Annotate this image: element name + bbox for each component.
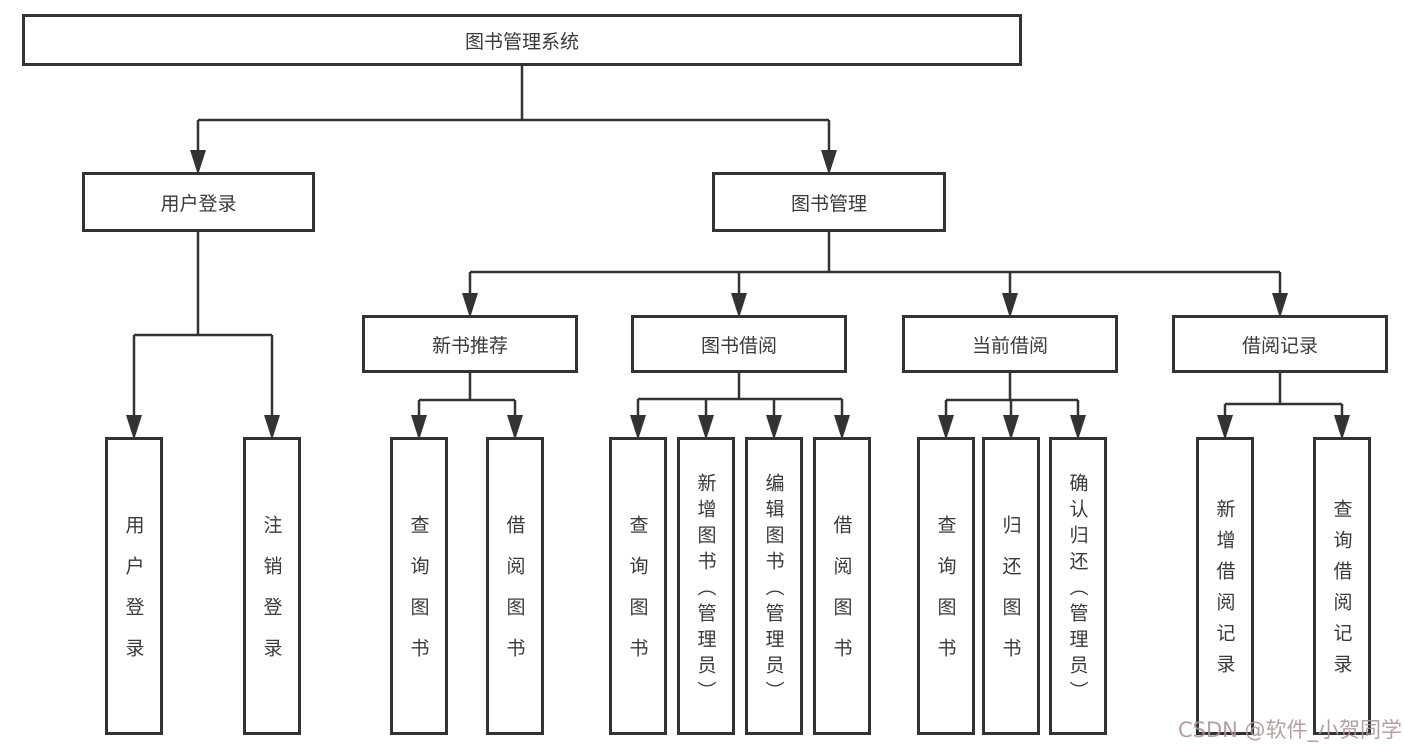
leaf-add-book-admin: 新增图书（管理员） bbox=[677, 437, 735, 735]
leaf-add-borrow-record: 新增借阅记录 bbox=[1196, 437, 1254, 735]
node-root-label: 图书管理系统 bbox=[464, 30, 579, 53]
leaf-edit-book-admin: 编辑图书（管理员） bbox=[745, 437, 803, 735]
leaf-return-book: 归还图书 bbox=[982, 437, 1040, 735]
leaf-edit-book-admin-label: 编辑图书（管理员） bbox=[762, 472, 785, 707]
leaf-query-book-2-label: 查询图书 bbox=[626, 515, 649, 679]
leaf-query-borrow-record-label: 查询借阅记录 bbox=[1330, 499, 1353, 685]
leaf-query-book-3: 查询图书 bbox=[917, 437, 975, 735]
leaf-query-book-1: 查询图书 bbox=[390, 437, 448, 735]
leaf-confirm-return-admin-label: 确认归还（管理员） bbox=[1066, 472, 1089, 707]
leaf-borrow-book-1-label: 借阅图书 bbox=[503, 515, 526, 679]
node-root: 图书管理系统 bbox=[22, 14, 1022, 66]
node-current-borrow-label: 当前借阅 bbox=[971, 334, 1048, 357]
leaf-user-login: 用户登录 bbox=[105, 437, 163, 735]
leaf-query-book-2: 查询图书 bbox=[609, 437, 667, 735]
node-book-borrow: 图书借阅 bbox=[631, 315, 847, 373]
leaf-query-book-3-label: 查询图书 bbox=[934, 515, 957, 679]
leaf-logout-label: 注销登录 bbox=[260, 515, 283, 679]
node-current-borrow: 当前借阅 bbox=[902, 315, 1118, 373]
leaf-query-book-1-label: 查询图书 bbox=[407, 515, 430, 679]
leaf-add-book-admin-label: 新增图书（管理员） bbox=[694, 472, 717, 707]
leaf-query-borrow-record: 查询借阅记录 bbox=[1313, 437, 1371, 735]
node-new-book-recommend-label: 新书推荐 bbox=[431, 334, 508, 357]
leaf-return-book-label: 归还图书 bbox=[999, 515, 1022, 679]
node-new-book-recommend: 新书推荐 bbox=[362, 315, 578, 373]
node-book-borrow-label: 图书借阅 bbox=[700, 334, 777, 357]
leaf-borrow-book-2-label: 借阅图书 bbox=[830, 515, 853, 679]
node-book-management: 图书管理 bbox=[712, 172, 946, 232]
node-user-login-label: 用户登录 bbox=[160, 192, 237, 215]
leaf-confirm-return-admin: 确认归还（管理员） bbox=[1049, 437, 1107, 735]
leaf-user-login-label: 用户登录 bbox=[122, 515, 145, 679]
node-borrow-records-label: 借阅记录 bbox=[1241, 334, 1318, 357]
leaf-borrow-book-2: 借阅图书 bbox=[813, 437, 871, 735]
arrowheads bbox=[126, 150, 1350, 440]
leaf-add-borrow-record-label: 新增借阅记录 bbox=[1213, 499, 1236, 685]
leaf-borrow-book-1: 借阅图书 bbox=[486, 437, 544, 735]
node-user-login: 用户登录 bbox=[82, 172, 315, 232]
csdn-watermark: CSDN @软件_小贺同学 bbox=[1178, 718, 1403, 742]
node-borrow-records: 借阅记录 bbox=[1172, 315, 1388, 373]
leaf-logout: 注销登录 bbox=[243, 437, 301, 735]
node-book-management-label: 图书管理 bbox=[790, 192, 867, 215]
